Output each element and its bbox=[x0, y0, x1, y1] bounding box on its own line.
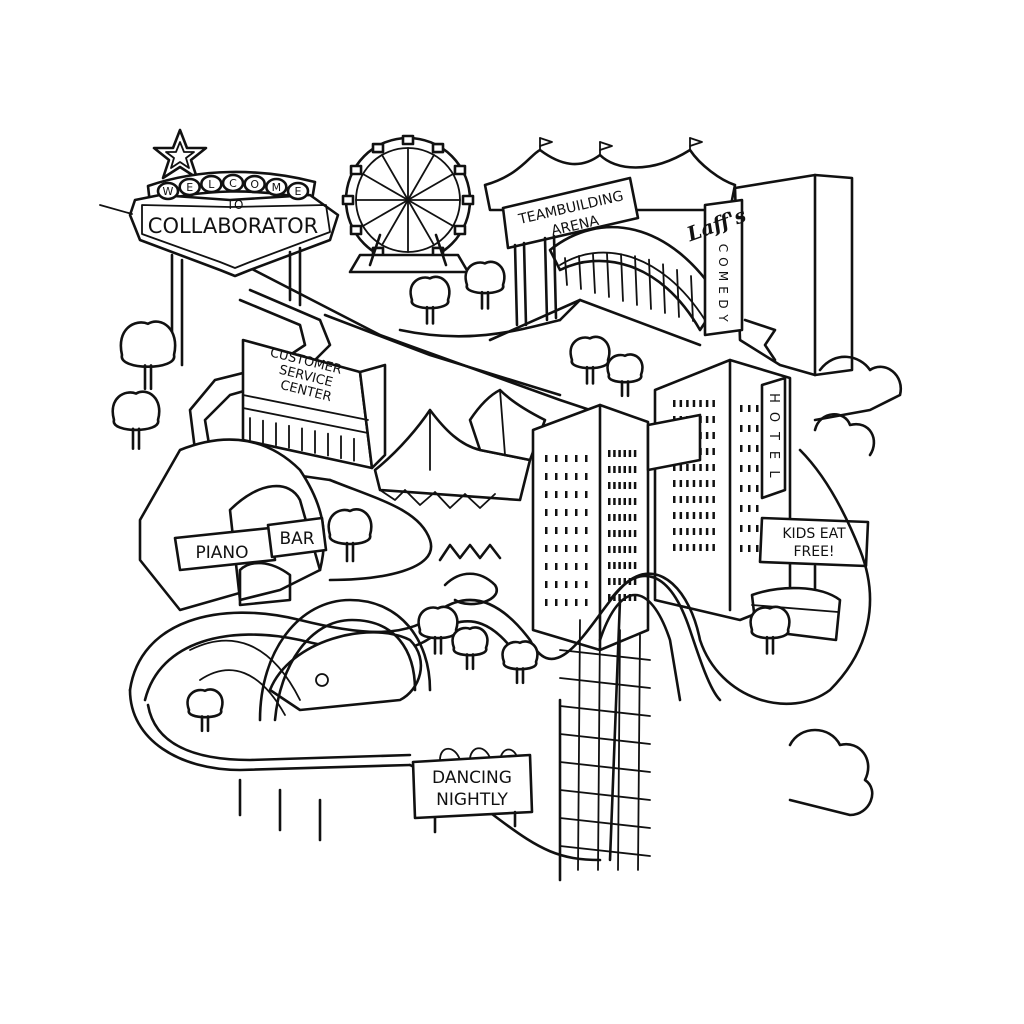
welcome-letter: C bbox=[229, 177, 237, 190]
bushes bbox=[438, 355, 903, 817]
tree-icon bbox=[606, 353, 644, 398]
tree-icon bbox=[327, 508, 373, 563]
hotel-letter: E bbox=[766, 451, 781, 459]
star-icon bbox=[152, 128, 208, 180]
tree-icon bbox=[111, 390, 161, 450]
bar-label: BAR bbox=[279, 529, 314, 549]
welcome-letter: L bbox=[208, 178, 215, 191]
amphitheater-dome bbox=[189, 598, 432, 722]
tree-icon bbox=[119, 320, 177, 391]
piano-bar: PIANO BAR bbox=[138, 438, 328, 612]
hotel-letter: L bbox=[766, 470, 781, 478]
teambuilding-arena: TEAMBUILDING ARENA bbox=[483, 137, 737, 332]
tree-icon bbox=[186, 688, 224, 733]
comedy-letter: Y bbox=[716, 313, 730, 322]
tents bbox=[373, 388, 547, 509]
roller-coaster-icon bbox=[128, 448, 872, 882]
welcome-to: TO bbox=[226, 198, 244, 212]
hotel-vertical-text: HOT E L bbox=[766, 393, 781, 478]
piano-label: PIANO bbox=[196, 543, 249, 563]
kids-line2: FREE! bbox=[793, 544, 834, 560]
welcome-letter: O bbox=[250, 178, 259, 191]
ferris-wheel-icon bbox=[341, 134, 475, 274]
welcome-bulb bbox=[200, 174, 223, 194]
tree-icon bbox=[749, 605, 791, 655]
welcome-letter: M bbox=[272, 181, 282, 194]
kids-line1: KIDS EAT bbox=[782, 526, 846, 542]
welcome-collaborator: COLLABORATOR bbox=[148, 214, 318, 238]
welcome-bulb bbox=[243, 174, 266, 194]
welcome-letter: E bbox=[186, 181, 193, 194]
comedy-letter: D bbox=[716, 299, 730, 308]
welcome-letter: E bbox=[295, 185, 302, 198]
tree-icon bbox=[464, 260, 506, 310]
hotel-letter: O bbox=[766, 412, 781, 422]
dancing-line1: DANCING bbox=[432, 768, 512, 788]
trees bbox=[111, 260, 791, 733]
welcome-bulb bbox=[286, 181, 310, 201]
welcome-bulb bbox=[265, 177, 288, 197]
hotel-letter: T bbox=[766, 431, 781, 440]
tree-icon bbox=[501, 640, 539, 685]
tree-icon bbox=[451, 626, 489, 671]
comedy-letter: E bbox=[716, 286, 730, 294]
welcome-letter: W bbox=[163, 185, 174, 198]
dancing-line2: NIGHTLY bbox=[436, 790, 508, 810]
tree-icon bbox=[409, 275, 451, 325]
welcome-bulb bbox=[178, 177, 201, 197]
circus-tent-icon bbox=[483, 148, 737, 212]
tree-icon bbox=[417, 605, 459, 655]
tree-icon bbox=[569, 335, 611, 385]
hotel-letter: H bbox=[766, 393, 781, 403]
comedy-letter: C bbox=[716, 244, 730, 252]
dancing-nightly-sign: DANCING NIGHTLY bbox=[411, 747, 534, 834]
comedy-letter: M bbox=[716, 271, 730, 281]
welcome-bulb bbox=[221, 173, 245, 193]
comedy-letter: O bbox=[716, 257, 730, 266]
customer-service-center: CUSTOMER SERVICE CENTER bbox=[241, 338, 387, 470]
welcome-bulb bbox=[156, 181, 180, 201]
